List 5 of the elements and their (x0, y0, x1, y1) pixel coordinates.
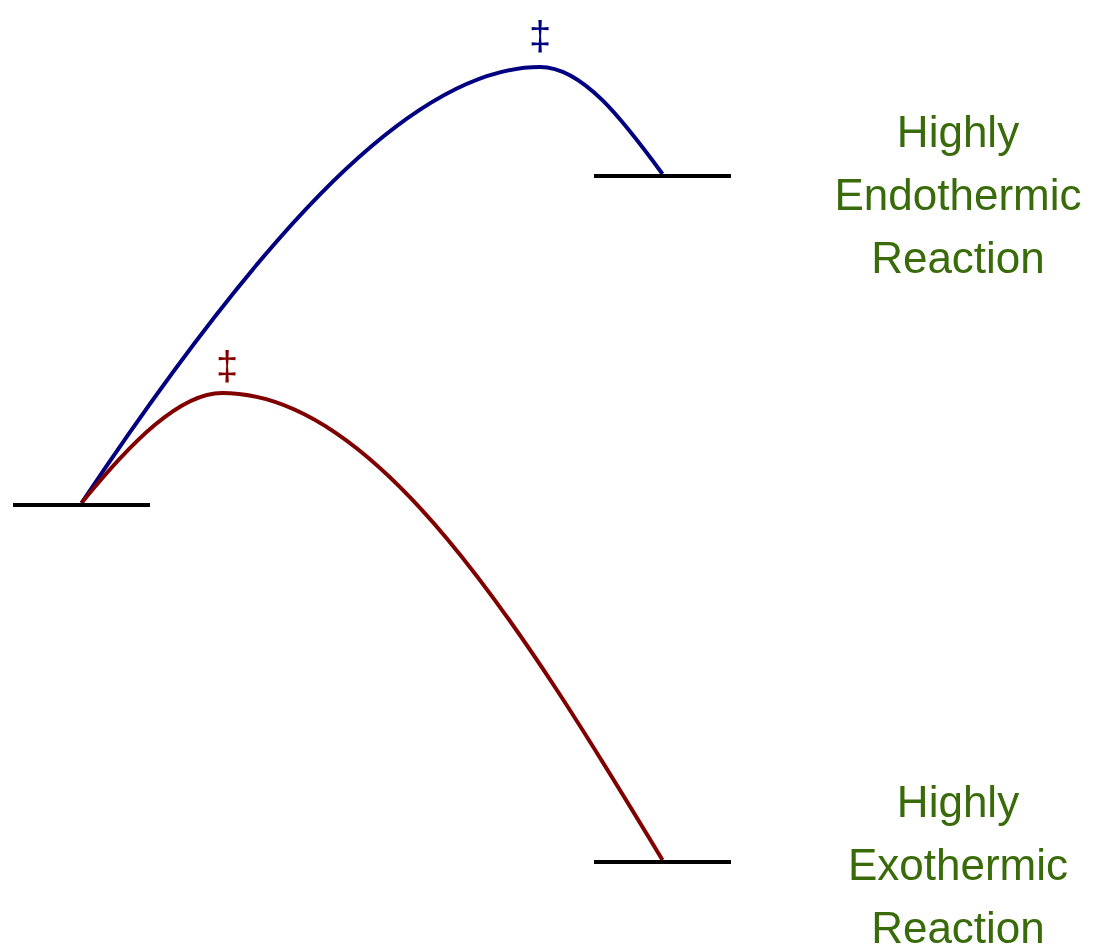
transition-state-symbol: ‡ (529, 16, 552, 56)
reaction-label: Highly Exothermic Reaction (846, 776, 1070, 948)
reaction-label: Highly Endothermic Reaction (833, 106, 1083, 284)
energy-curve (79, 391, 665, 862)
transition-state-symbol: ‡ (216, 346, 239, 386)
